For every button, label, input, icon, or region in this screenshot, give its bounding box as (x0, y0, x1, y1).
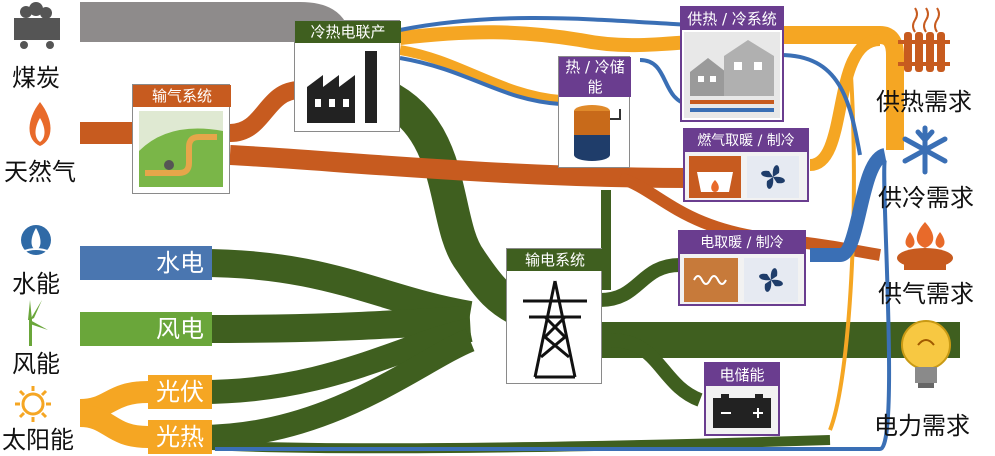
gas-stove-fan-icon (689, 156, 799, 198)
power-grid-title: 输电系统 (507, 249, 603, 271)
demand-gas-label: 供气需求 (878, 280, 974, 308)
light-bulb-icon (901, 320, 951, 388)
power-grid-node: 输电系统 (506, 248, 603, 384)
electricity-flows (199, 73, 960, 454)
factory-icon (307, 51, 377, 123)
houses-icon (684, 32, 780, 118)
thermal-storage-title: 热 / 冷储能 (559, 57, 631, 97)
electric-hvac-title: 电取暖 / 制冷 (680, 232, 804, 254)
snowflake-icon (902, 125, 948, 175)
transmission-tower-icon (523, 280, 587, 379)
wind-turbine-icon (28, 300, 48, 346)
coal-cart-icon (14, 2, 60, 49)
coal-flow (80, 2, 350, 45)
sun-icon (15, 386, 51, 422)
cchp-node: 冷热电联产 (294, 20, 401, 132)
battery-icon (713, 394, 771, 428)
electric-hvac-node: 电取暖 / 制冷 (678, 230, 806, 306)
hydro-power-label: 水电 (148, 246, 212, 280)
heater-fan-icon (684, 258, 798, 302)
gas-system-title: 输气系统 (133, 85, 231, 107)
flame-icon (29, 102, 51, 146)
gas-hvac-node: 燃气取暖 / 制冷 (683, 128, 809, 202)
pv-label: 光伏 (148, 375, 212, 409)
solar-bars (79, 381, 149, 448)
battery-title: 电储能 (706, 364, 778, 386)
demand-power-label: 电力需求 (874, 412, 970, 440)
heat-flows (399, 25, 904, 431)
source-wind-label: 风能 (12, 350, 60, 378)
heating-cooling-system-title: 供热 / 冷系统 (682, 8, 782, 30)
gas-burner-icon (897, 222, 953, 270)
heating-cooling-system-node: 供热 / 冷系统 (680, 6, 784, 122)
storage-tank-icon (574, 105, 621, 161)
demand-heat-label: 供热需求 (876, 88, 972, 116)
pipeline-icon (139, 111, 223, 187)
source-hydro-label: 水能 (12, 270, 60, 298)
gas-system-node: 输气系统 (132, 84, 231, 194)
water-drop-icon (21, 225, 51, 255)
gas-hvac-title: 燃气取暖 / 制冷 (685, 130, 807, 152)
cchp-title: 冷热电联产 (295, 21, 401, 43)
solar-thermal-label: 光热 (148, 420, 212, 454)
source-coal-label: 煤炭 (12, 64, 60, 92)
battery-node: 电储能 (704, 362, 780, 436)
wind-power-label: 风电 (148, 312, 212, 346)
source-solar-label: 太阳能 (2, 426, 74, 454)
demand-cold-label: 供冷需求 (878, 184, 974, 212)
radiator-icon (898, 7, 950, 72)
thermal-storage-node: 热 / 冷储能 (558, 56, 631, 168)
source-gas-label: 天然气 (4, 158, 76, 186)
